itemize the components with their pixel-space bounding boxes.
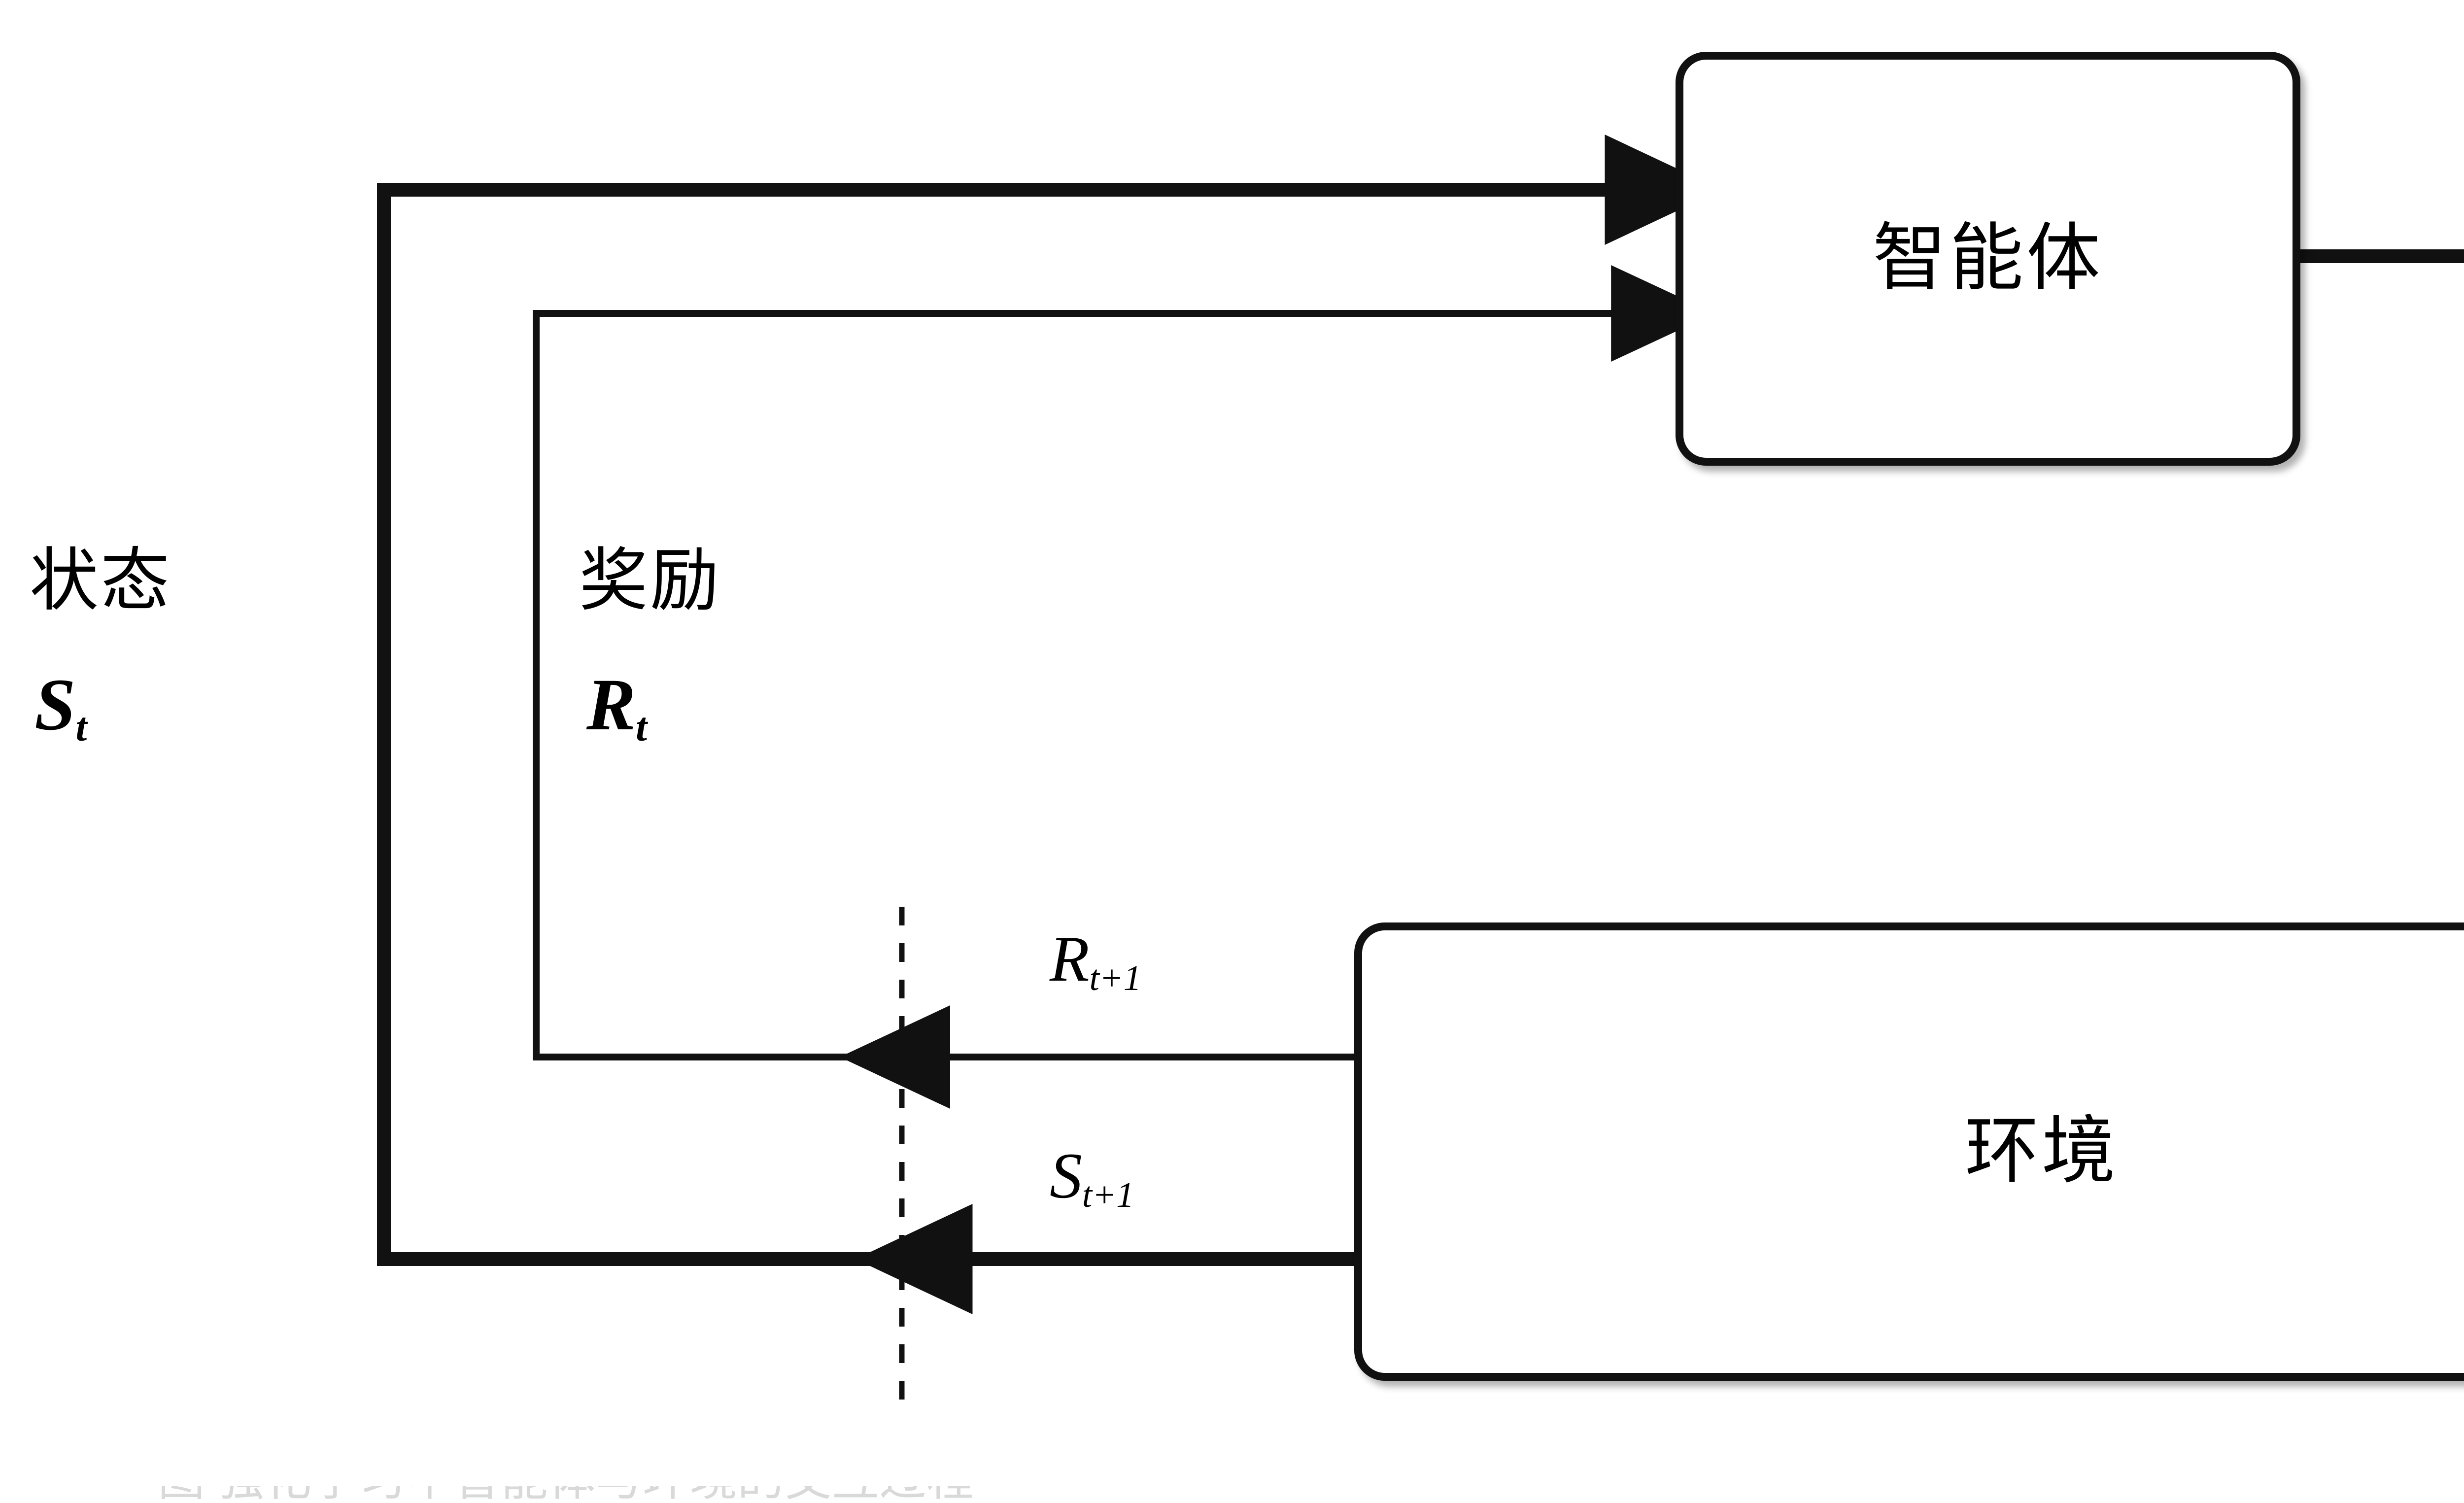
edge-reward-feedback <box>533 265 1715 1060</box>
reward-label-symbol: Rt <box>586 668 647 748</box>
figure-caption-cropped: 图 强化学习中智能体与环境的交互过程 <box>158 1486 1710 1503</box>
state-label-term: 状态 <box>30 543 172 619</box>
reward-symbol-base: R <box>586 664 636 746</box>
reward-next-base: R <box>1050 922 1090 995</box>
reward-label-term: 奖励 <box>579 543 721 619</box>
environment-node[interactable]: 环境 <box>1354 922 2464 1381</box>
environment-node-label: 环境 <box>1964 1111 2119 1193</box>
reward-symbol-subscript: t <box>636 704 647 750</box>
reward-next-subscript: t+1 <box>1089 957 1142 998</box>
edge-state-feedback <box>377 135 1722 1266</box>
agent-node-label: 智能体 <box>1872 218 2103 300</box>
state-symbol-base: S <box>34 664 76 746</box>
state-next-label: St+1 <box>1050 1143 1134 1213</box>
reward-next-label: Rt+1 <box>1050 926 1141 996</box>
state-next-base: S <box>1050 1139 1082 1212</box>
agent-node[interactable]: 智能体 <box>1676 52 2300 466</box>
state-symbol-subscript: t <box>75 704 87 750</box>
state-next-subscript: t+1 <box>1082 1174 1134 1215</box>
figure-caption-text: 图 强化学习中智能体与环境的交互过程 <box>158 1486 1710 1503</box>
state-label-symbol: St <box>34 668 87 748</box>
